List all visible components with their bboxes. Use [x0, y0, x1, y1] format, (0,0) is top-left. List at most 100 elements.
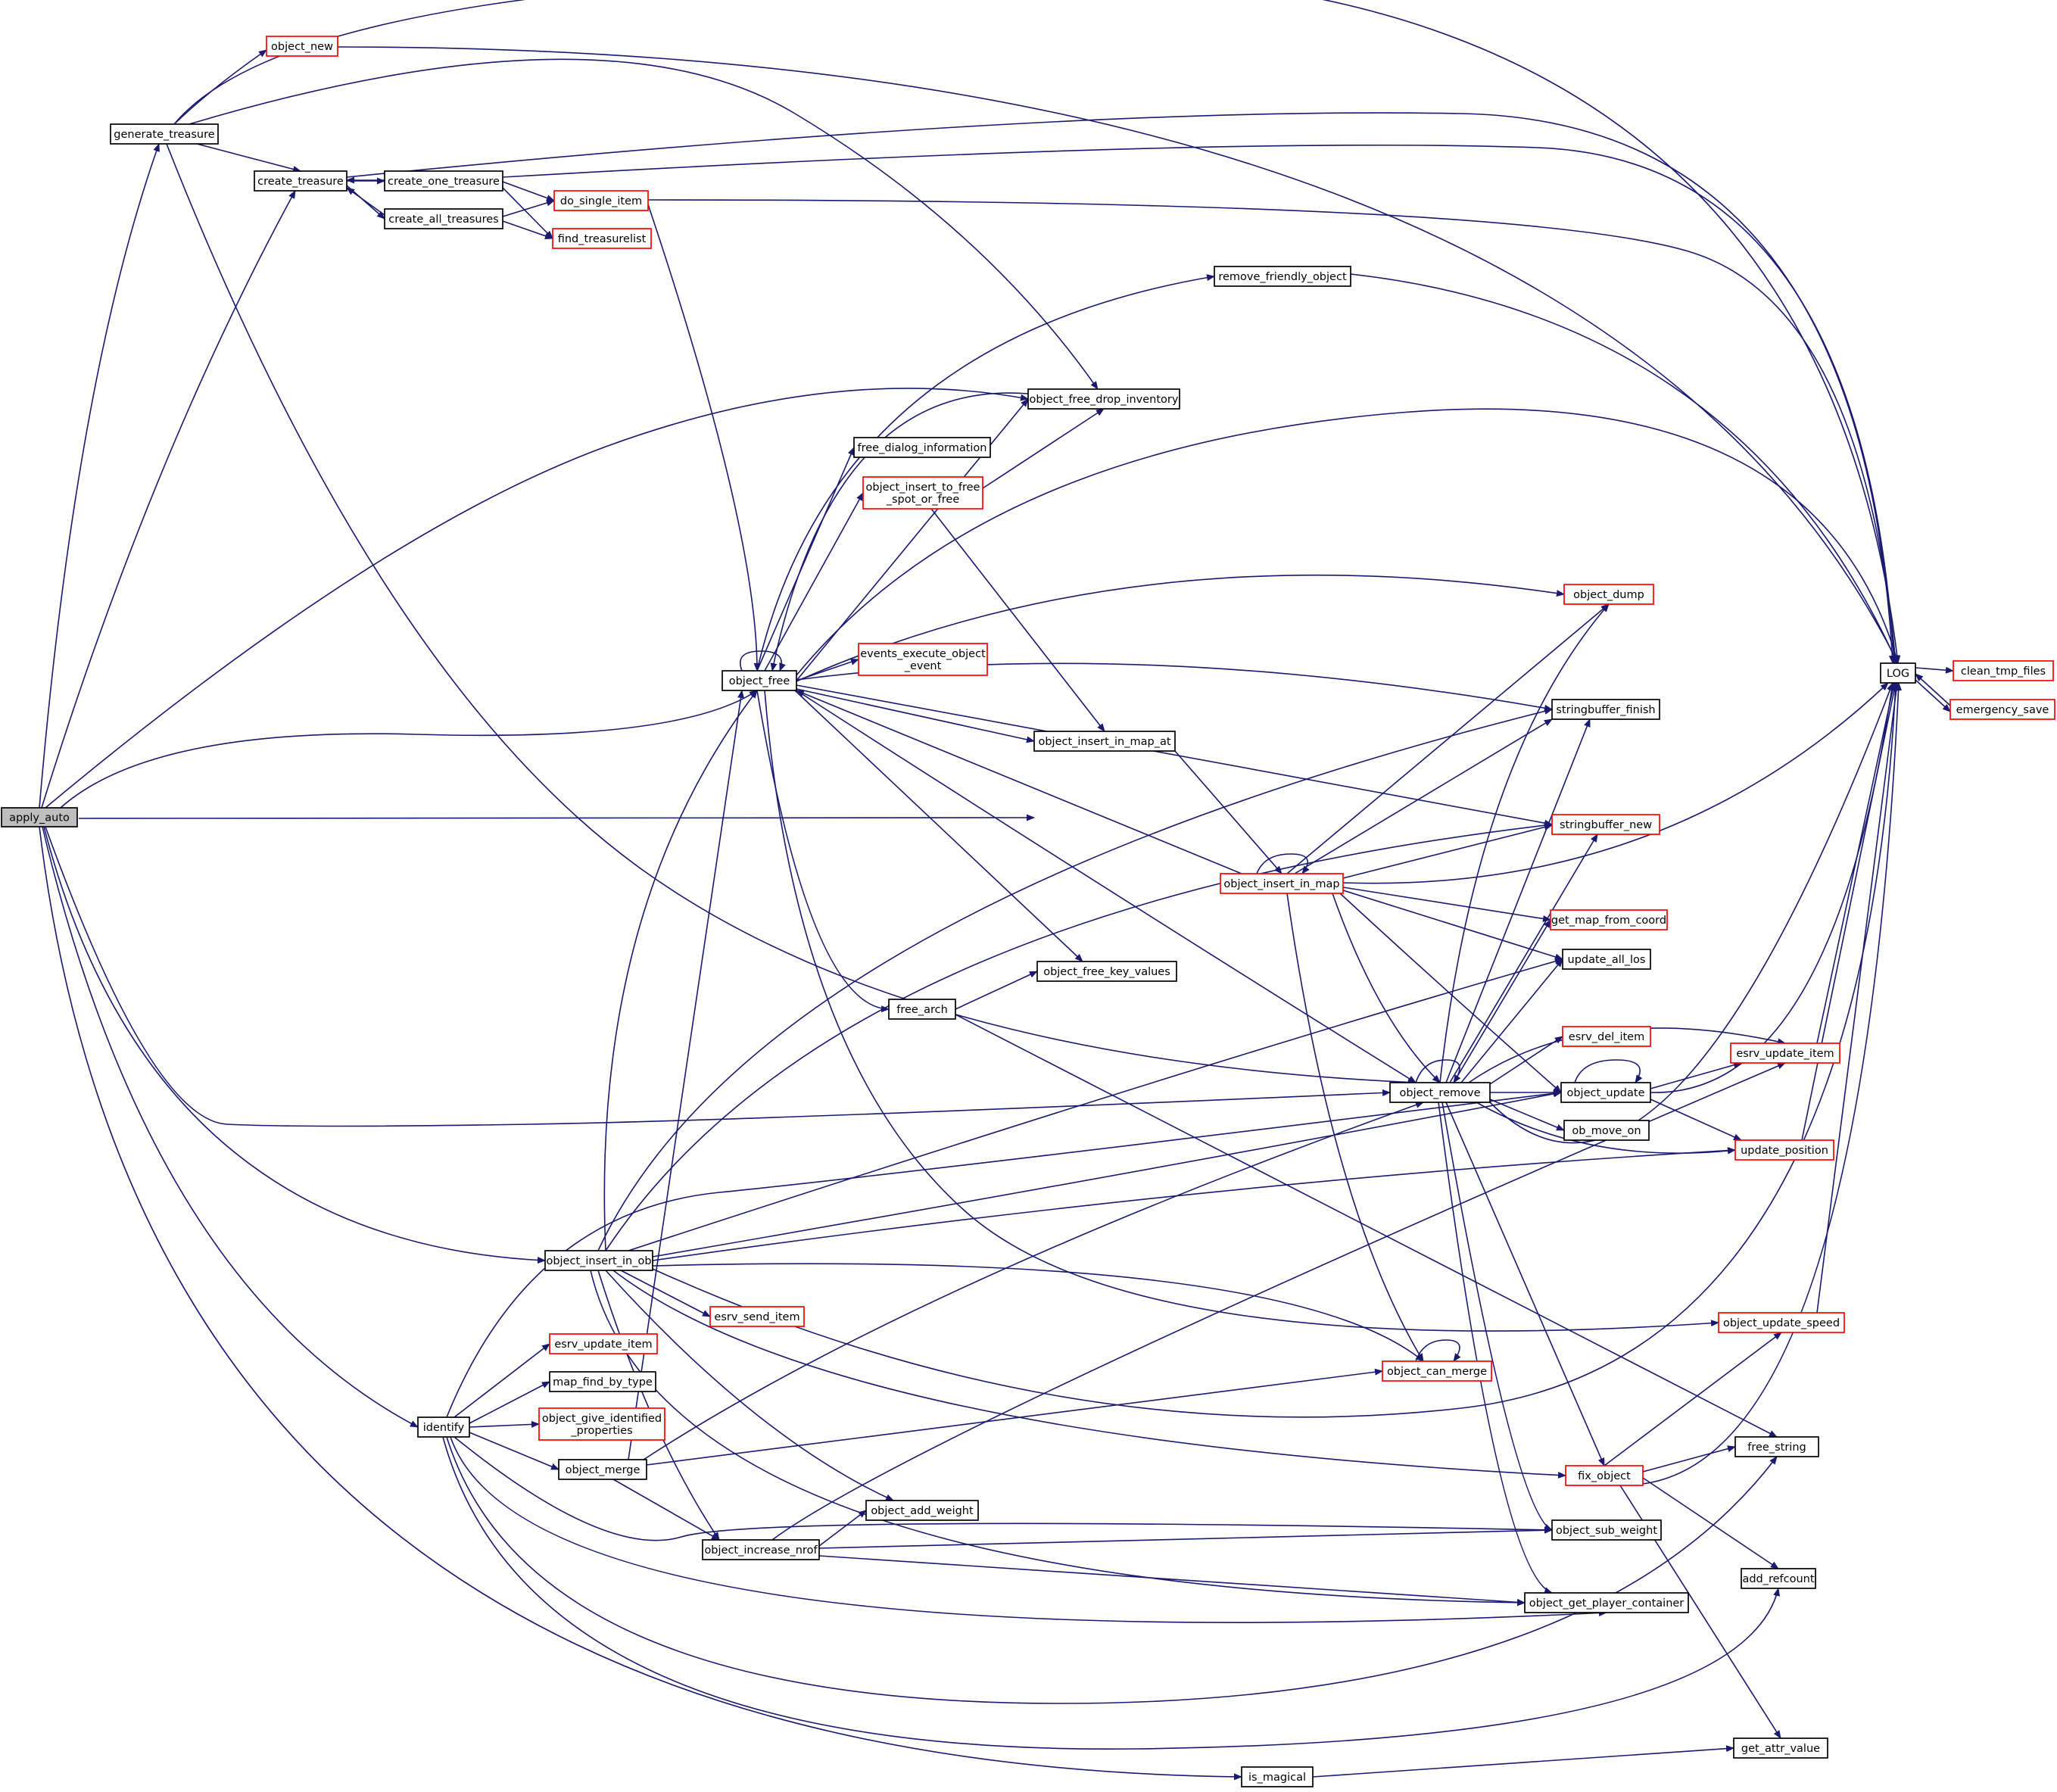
node-object_free_key_values[interactable]: object_free_key_values: [1036, 961, 1177, 982]
node-box-free_dialog_information[interactable]: [853, 437, 991, 458]
node-box-get_map_from_coord[interactable]: [1550, 909, 1668, 930]
node-free_arch[interactable]: free_arch: [888, 999, 956, 1020]
node-box-object_insert_in_ob[interactable]: [544, 1250, 653, 1271]
node-box-create_one_treasure[interactable]: [384, 170, 503, 192]
node-box-object_free_key_values[interactable]: [1036, 961, 1177, 982]
node-ob_move_on[interactable]: ob_move_on: [1563, 1120, 1650, 1141]
node-box-fix_object[interactable]: [1565, 1465, 1644, 1486]
node-free_string[interactable]: free_string: [1734, 1436, 1819, 1457]
node-stringbuffer_finish[interactable]: stringbuffer_finish: [1551, 699, 1660, 720]
node-esrv_send_item[interactable]: esrv_send_item: [709, 1306, 805, 1327]
node-box-object_insert_to_free_spot_or_free[interactable]: [862, 476, 983, 510]
node-object_sub_weight[interactable]: object_sub_weight: [1551, 1519, 1662, 1541]
node-object_insert_in_map_at[interactable]: object_insert_in_map_at: [1033, 731, 1176, 752]
node-box-create_all_treasures[interactable]: [384, 208, 503, 229]
node-apply_auto[interactable]: apply_auto: [1, 807, 78, 827]
node-free_dialog_information[interactable]: free_dialog_information: [853, 437, 991, 458]
node-box-object_free_drop_inventory[interactable]: [1027, 388, 1180, 410]
node-box-object_give_identified_properties[interactable]: [538, 1407, 665, 1441]
node-object_dump[interactable]: object_dump: [1563, 584, 1654, 605]
node-remove_friendly_object[interactable]: remove_friendly_object: [1214, 266, 1351, 287]
node-esrv_update_item_l[interactable]: esrv_update_item: [549, 1333, 658, 1354]
node-box-object_can_merge[interactable]: [1382, 1360, 1492, 1382]
node-box-emergency_save[interactable]: [1949, 699, 2055, 720]
node-emergency_save[interactable]: emergency_save: [1949, 699, 2055, 720]
node-object_insert_in_map[interactable]: object_insert_in_map: [1220, 873, 1344, 894]
node-esrv_del_item[interactable]: esrv_del_item: [1562, 1026, 1651, 1047]
node-object_update[interactable]: object_update: [1560, 1082, 1651, 1103]
node-create_treasure[interactable]: create_treasure: [254, 170, 348, 192]
node-box-identify[interactable]: [417, 1416, 470, 1438]
node-events_execute_object_event[interactable]: events_execute_object_event: [858, 643, 988, 676]
node-is_magical[interactable]: is_magical: [1241, 1766, 1314, 1787]
node-object_insert_to_free_spot_or_free[interactable]: object_insert_to_free_spot_or_free: [862, 476, 983, 510]
node-do_single_item[interactable]: do_single_item: [553, 190, 649, 211]
node-box-create_treasure[interactable]: [254, 170, 348, 192]
node-box-object_dump[interactable]: [1563, 584, 1654, 605]
node-stringbuffer_new[interactable]: stringbuffer_new: [1551, 814, 1660, 835]
node-object_insert_in_ob[interactable]: object_insert_in_ob: [544, 1250, 653, 1271]
node-clean_tmp_files[interactable]: clean_tmp_files: [1953, 660, 2054, 681]
node-object_get_player_container[interactable]: object_get_player_container: [1524, 1592, 1689, 1613]
node-box-free_arch[interactable]: [888, 999, 956, 1020]
node-box-esrv_update_item_l[interactable]: [549, 1333, 658, 1354]
node-box-esrv_del_item[interactable]: [1562, 1026, 1651, 1047]
node-box-do_single_item[interactable]: [553, 190, 649, 211]
node-fix_object[interactable]: fix_object: [1565, 1465, 1644, 1486]
node-box-object_remove[interactable]: [1389, 1082, 1491, 1103]
node-box-update_all_los[interactable]: [1562, 949, 1651, 970]
node-map_find_by_type[interactable]: map_find_by_type: [549, 1371, 656, 1392]
node-box-object_update_speed[interactable]: [1718, 1312, 1845, 1333]
node-object_add_weight[interactable]: object_add_weight: [865, 1500, 979, 1521]
node-box-stringbuffer_new[interactable]: [1551, 814, 1660, 835]
node-box-object_insert_in_map_at[interactable]: [1033, 731, 1176, 752]
node-box-free_string[interactable]: [1734, 1436, 1819, 1457]
node-box-object_update[interactable]: [1560, 1082, 1651, 1103]
node-box-add_refcount[interactable]: [1741, 1568, 1816, 1589]
node-box-ob_move_on[interactable]: [1563, 1120, 1650, 1141]
node-box-object_add_weight[interactable]: [865, 1500, 979, 1521]
node-object_give_identified_properties[interactable]: object_give_identified_properties: [538, 1407, 665, 1441]
node-box-esrv_send_item[interactable]: [709, 1306, 805, 1327]
node-box-generate_treasure[interactable]: [110, 123, 219, 145]
node-box-esrv_update_item_r[interactable]: [1730, 1042, 1840, 1064]
node-identify[interactable]: identify: [417, 1416, 470, 1438]
node-box-object_new[interactable]: [266, 36, 338, 57]
node-box-clean_tmp_files[interactable]: [1953, 660, 2054, 681]
node-update_position[interactable]: update_position: [1734, 1139, 1834, 1161]
node-box-is_magical[interactable]: [1241, 1766, 1314, 1787]
node-create_one_treasure[interactable]: create_one_treasure: [384, 170, 503, 192]
node-LOG[interactable]: LOG: [1880, 662, 1916, 684]
node-get_map_from_coord[interactable]: get_map_from_coord: [1550, 909, 1668, 930]
node-box-events_execute_object_event[interactable]: [858, 643, 988, 676]
node-box-get_attr_value[interactable]: [1733, 1737, 1828, 1759]
node-add_refcount[interactable]: add_refcount: [1741, 1568, 1816, 1589]
node-box-apply_auto[interactable]: [1, 807, 78, 827]
node-object_free[interactable]: object_free: [722, 670, 797, 691]
node-create_all_treasures[interactable]: create_all_treasures: [384, 208, 503, 229]
node-object_can_merge[interactable]: object_can_merge: [1382, 1360, 1492, 1382]
node-box-update_position[interactable]: [1734, 1139, 1834, 1161]
node-find_treasurelist[interactable]: find_treasurelist: [552, 228, 652, 249]
node-box-find_treasurelist[interactable]: [552, 228, 652, 249]
node-update_all_los[interactable]: update_all_los: [1562, 949, 1651, 970]
node-box-object_insert_in_map[interactable]: [1220, 873, 1344, 894]
node-object_new[interactable]: object_new: [266, 36, 338, 57]
node-object_increase_nrof[interactable]: object_increase_nrof: [702, 1539, 820, 1560]
node-box-stringbuffer_finish[interactable]: [1551, 699, 1660, 720]
node-box-map_find_by_type[interactable]: [549, 1371, 656, 1392]
node-generate_treasure[interactable]: generate_treasure: [110, 123, 219, 145]
node-box-object_increase_nrof[interactable]: [702, 1539, 820, 1560]
node-object_merge[interactable]: object_merge: [558, 1459, 647, 1480]
node-box-LOG[interactable]: [1880, 662, 1916, 684]
node-box-object_get_player_container[interactable]: [1524, 1592, 1689, 1613]
node-object_update_speed[interactable]: object_update_speed: [1718, 1312, 1845, 1333]
node-box-remove_friendly_object[interactable]: [1214, 266, 1351, 287]
node-box-object_free[interactable]: [722, 670, 797, 691]
node-object_remove[interactable]: object_remove: [1389, 1082, 1491, 1103]
node-box-object_merge[interactable]: [558, 1459, 647, 1480]
node-box-object_sub_weight[interactable]: [1551, 1519, 1662, 1541]
node-object_free_drop_inventory[interactable]: object_free_drop_inventory: [1027, 388, 1180, 410]
node-get_attr_value[interactable]: get_attr_value: [1733, 1737, 1828, 1759]
node-esrv_update_item_r[interactable]: esrv_update_item: [1730, 1042, 1840, 1064]
